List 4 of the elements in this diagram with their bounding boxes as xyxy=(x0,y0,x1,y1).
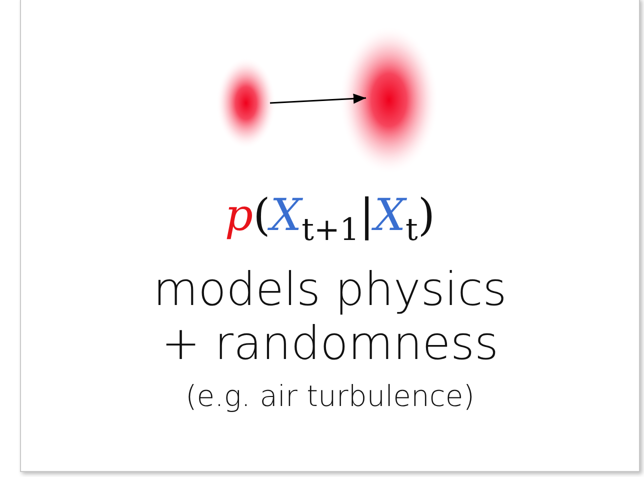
formula: p(X$_{t+1}$|X$_{t}$) xyxy=(224,190,436,248)
arrow xyxy=(270,94,366,104)
note-text: (e.g. air turbulence) xyxy=(184,378,476,414)
caption-text: models physics + randomness xyxy=(152,262,508,370)
